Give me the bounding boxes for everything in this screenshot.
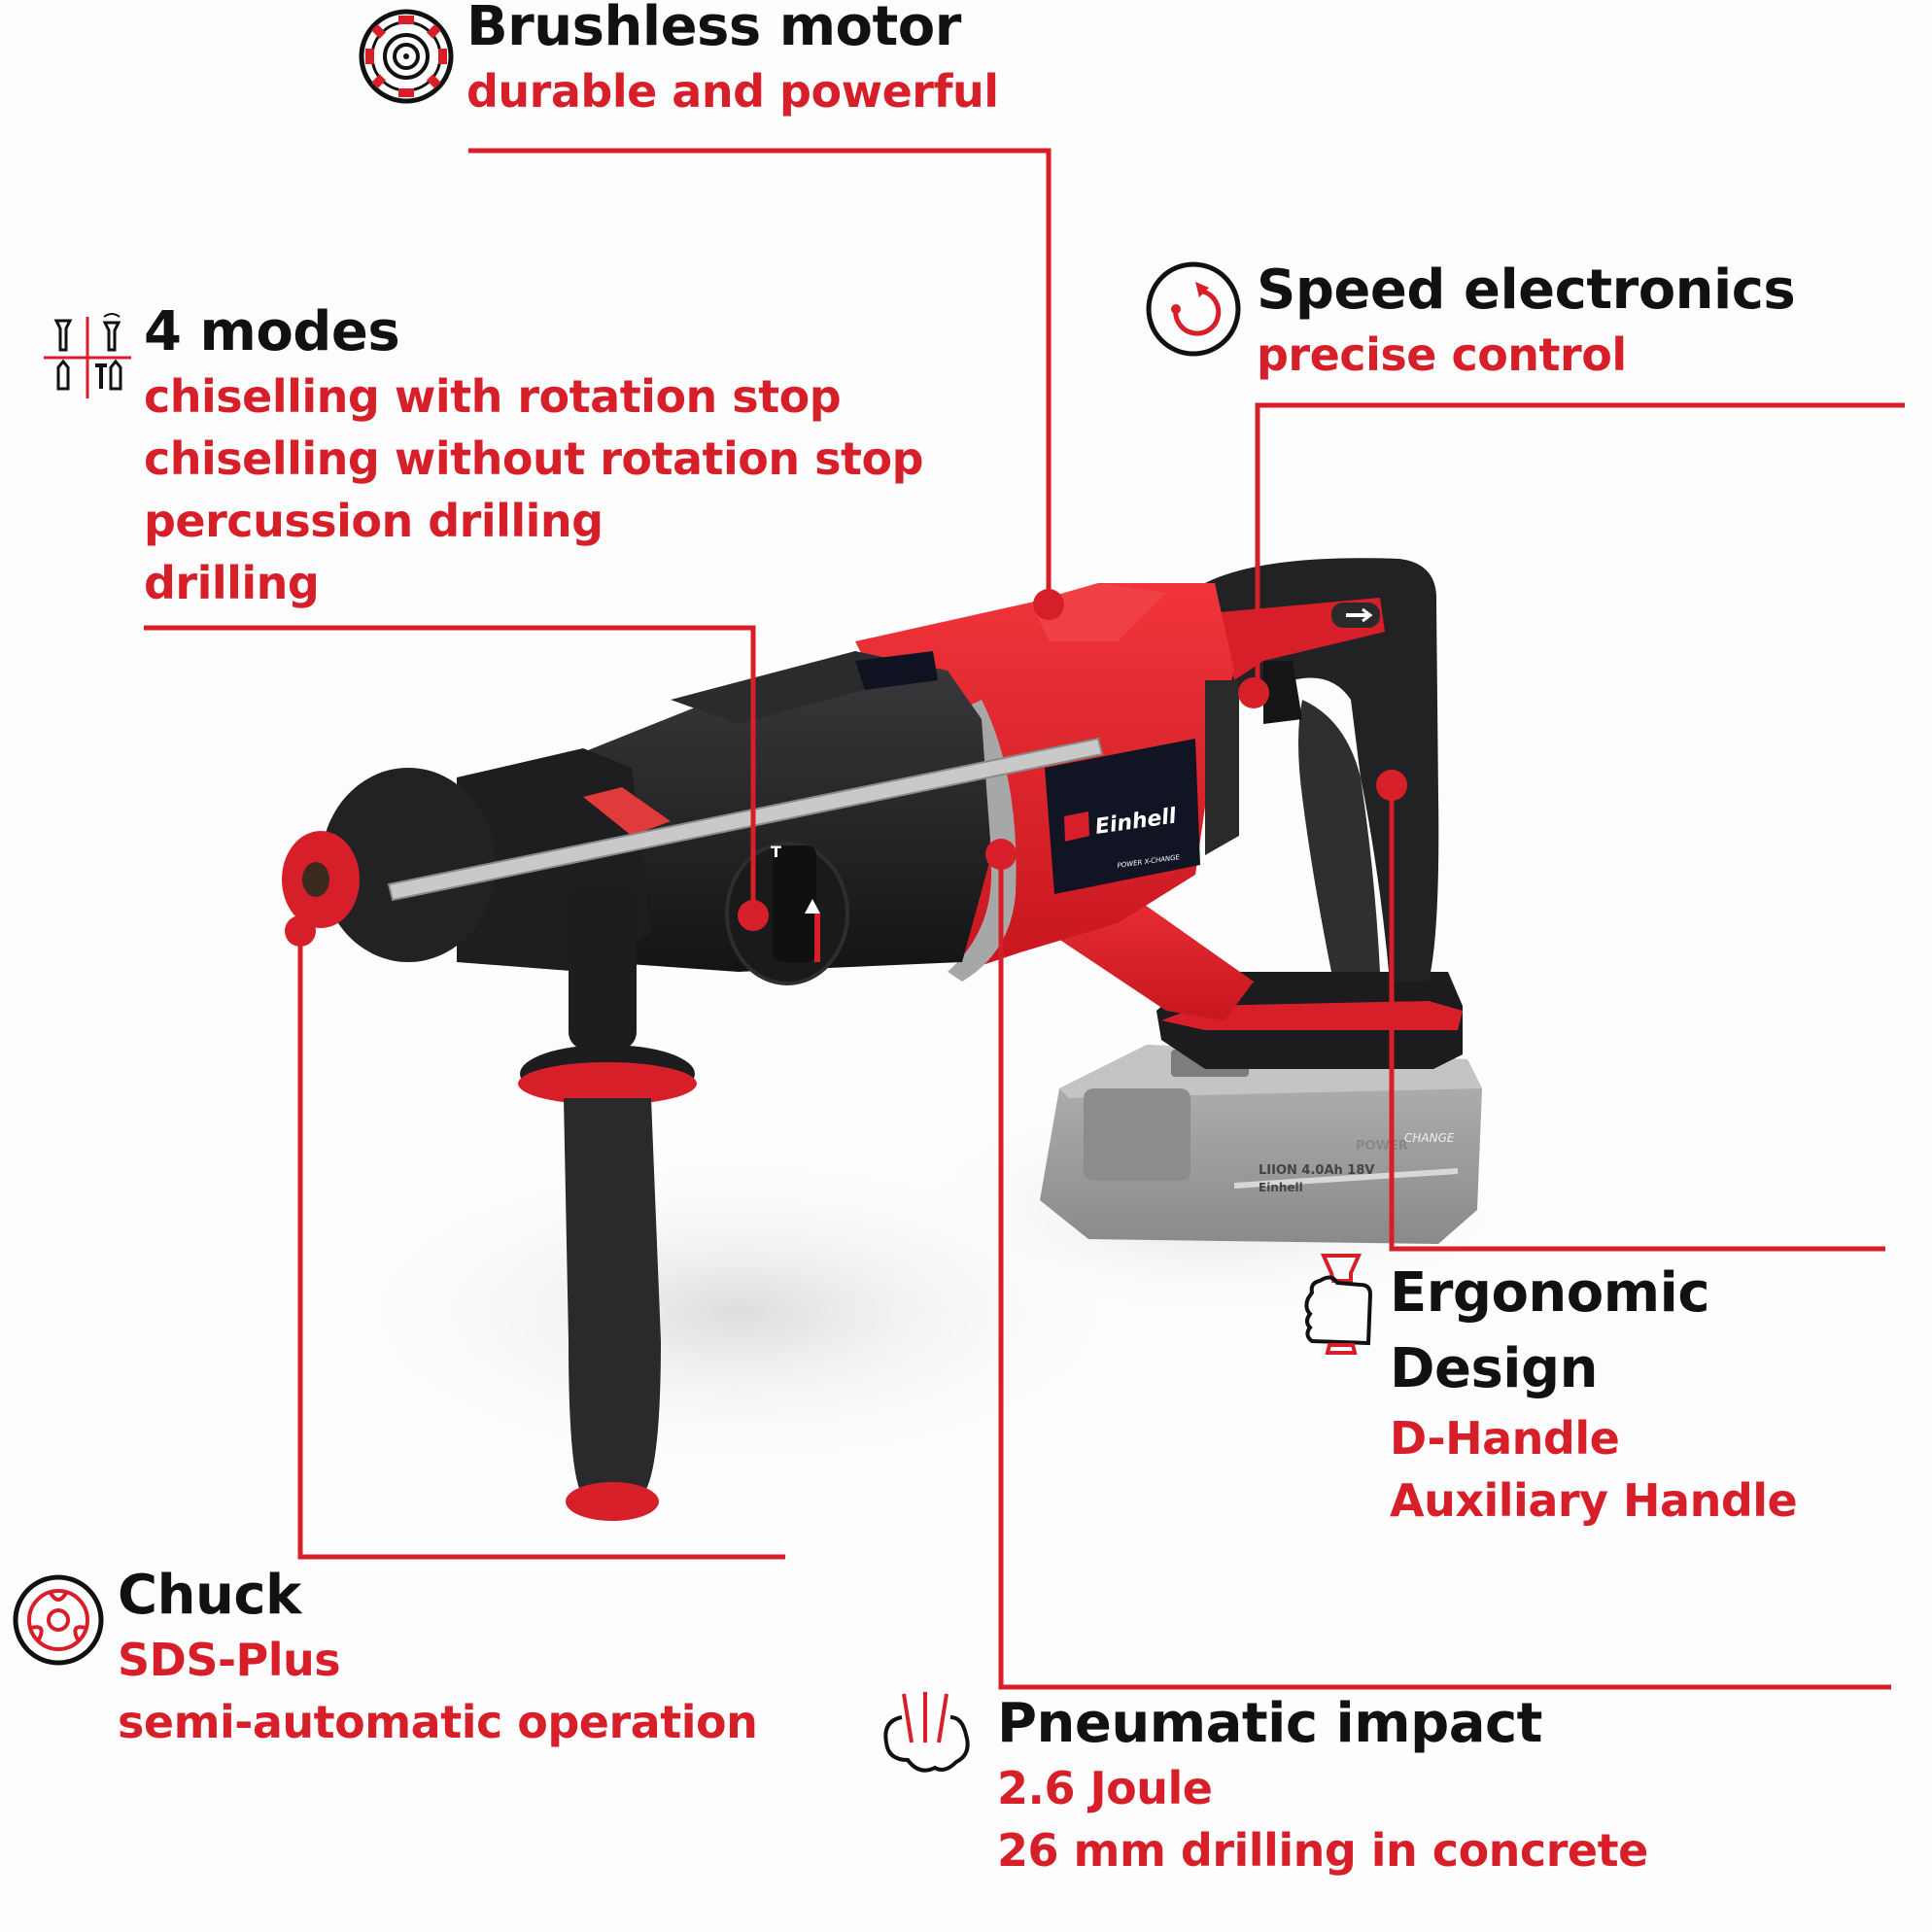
feature-detail: chiselling without rotation stop (144, 432, 924, 485)
leader-chuck (297, 933, 785, 1560)
mode-selector-dial: T (725, 842, 849, 985)
leader-modes (144, 625, 756, 915)
svg-text:Einhell: Einhell (1259, 1181, 1303, 1194)
leader-ergonomic (1389, 785, 1885, 1252)
feature-detail: percussion drilling (144, 495, 604, 547)
feature-detail: 26 mm drilling in concrete (997, 1824, 1648, 1877)
leader-speed-electronics (1255, 402, 1905, 694)
feature-detail: Auxiliary Handle (1390, 1474, 1798, 1527)
feature-title-line2: Design (1390, 1337, 1598, 1400)
feature-title: Chuck (118, 1564, 301, 1627)
chuck-icon (13, 1574, 104, 1666)
feature-title: Brushless motor (466, 0, 961, 58)
feature-detail: D-Handle (1390, 1412, 1620, 1465)
leader-dots (285, 589, 1407, 947)
leader-pneumatic (998, 854, 1891, 1690)
brand-plate: Einhell POWER X-CHANGE (1045, 739, 1200, 894)
feature-detail: semi-automatic operation (118, 1696, 758, 1748)
feature-detail: 2.6 Joule (997, 1762, 1213, 1814)
feature-detail: precise control (1257, 328, 1627, 381)
svg-text:LIION 4.0Ah 18V: LIION 4.0Ah 18V (1259, 1163, 1374, 1178)
feature-speed-electronics: Speed electronics precise control (1257, 258, 1796, 386)
auxiliary-handle (518, 884, 697, 1521)
feature-detail: chiselling with rotation stop (144, 370, 842, 423)
leader-lines (144, 148, 1905, 1690)
svg-text:CHANGE: CHANGE (1404, 1131, 1455, 1145)
feature-chuck: Chuck SDS-Plus semi-automatic operation (118, 1563, 758, 1753)
feature-title: Pneumatic impact (997, 1692, 1542, 1755)
feature-detail: drilling (144, 557, 320, 609)
feature-modes: 4 modes chiselling with rotation stop ch… (144, 299, 924, 614)
feature-detail: SDS-Plus (118, 1634, 341, 1686)
feature-title: Speed electronics (1257, 259, 1796, 322)
hand-grip-icon (1304, 1254, 1373, 1355)
feature-brushless-motor: Brushless motor durable and powerful (466, 0, 999, 122)
leader-brushless-motor (468, 148, 1052, 604)
feature-title: 4 modes (144, 300, 400, 363)
speed-icon (1146, 261, 1241, 357)
feature-pneumatic-impact: Pneumatic impact 2.6 Joule 26 mm drillin… (997, 1691, 1648, 1881)
svg-text:T: T (771, 843, 781, 861)
modes-icon (44, 313, 131, 398)
svg-text:POWER: POWER (1356, 1139, 1408, 1154)
impact-icon (883, 1692, 970, 1773)
feature-title-line1: Ergonomic (1390, 1261, 1710, 1325)
depth-stop-rod (387, 737, 1104, 902)
motor-icon (359, 9, 454, 104)
feature-detail: durable and powerful (466, 65, 999, 118)
feature-ergonomic-design: Ergonomic Design D-Handle Auxiliary Hand… (1390, 1256, 1798, 1532)
d-handle (1205, 558, 1439, 982)
battery-pack: LIION 4.0Ah 18V Einhell POWER CHANGE (1040, 1045, 1482, 1244)
